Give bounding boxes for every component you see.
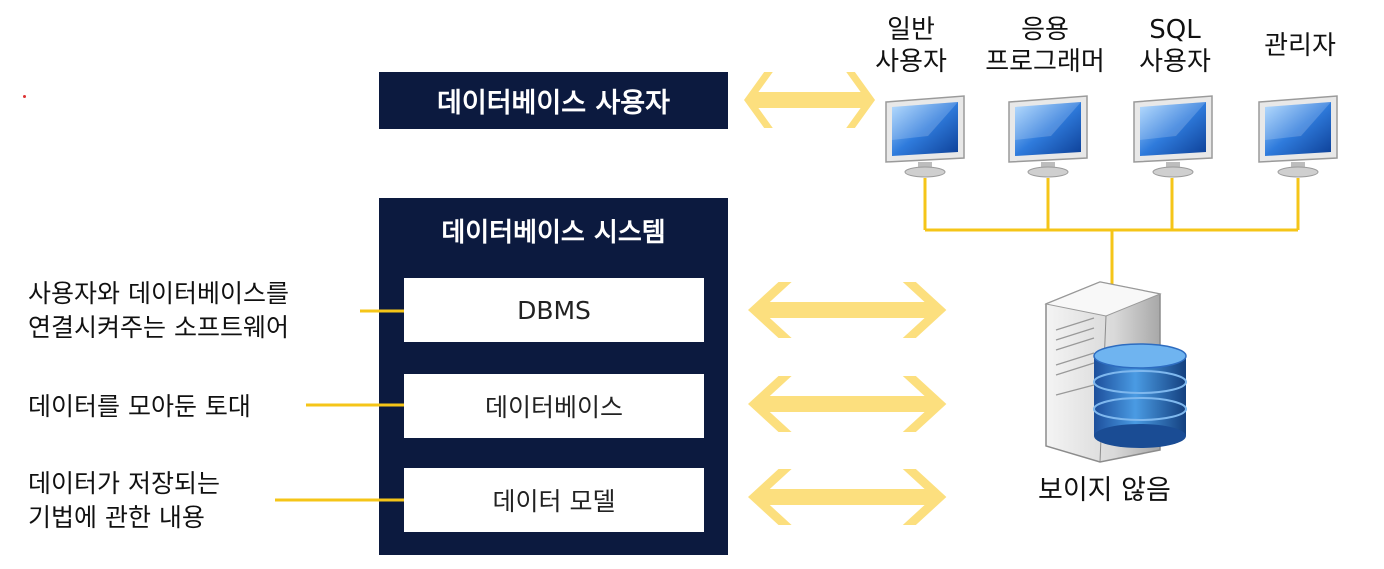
double-arrow-icon [748,282,947,338]
user-type-sql-line1: SQL [1149,15,1201,45]
database-label: 데이터베이스 [484,393,623,422]
server-database-icon [1044,281,1187,463]
db-system-panel: 데이터베이스 시스템 DBMS 데이터베이스 데이터 모델 [379,198,728,555]
user-type-admin-line1: 관리자 [1264,31,1336,61]
monitor-icon [1258,95,1338,178]
dbms-description-line2: 연결시켜주는 소프트웨어 [28,313,289,342]
user-type-general-line2: 사용자 [875,47,947,77]
user-type-admin: 관리자 [1250,30,1350,62]
user-type-general: 일반 사용자 [866,14,956,78]
server-label: 보이지 않음 [1038,475,1171,506]
database-description-line1: 데이터를 모아둔 토대 [28,392,251,421]
data-model-description: 데이터가 저장되는 기법에 관한 내용 [28,467,220,535]
database-box: 데이터베이스 [404,374,704,438]
database-description: 데이터를 모아둔 토대 [28,390,251,424]
dbms-box: DBMS [404,278,704,342]
monitor-icon [1008,95,1088,178]
dbms-description-line1: 사용자와 데이터베이스를 [28,279,289,308]
double-arrow-icon [748,376,947,432]
monitor-icon [1133,95,1213,178]
user-type-general-line1: 일반 [887,15,935,45]
user-type-programmer-line1: 응용 [1021,15,1069,45]
double-arrow-icon [748,469,947,525]
stray-dot [23,95,26,98]
monitor-connector-tree [923,178,1300,284]
user-type-sql: SQL 사용자 [1125,14,1225,78]
user-type-programmer-line2: 프로그래머 [985,47,1105,77]
data-model-description-line2: 기법에 관한 내용 [28,503,205,532]
user-type-sql-line2: 사용자 [1139,47,1211,77]
db-user-bar-label: 데이터베이스 사용자 [437,88,670,119]
data-model-description-line1: 데이터가 저장되는 [28,469,220,498]
double-arrow-icon [744,72,876,128]
db-user-bar: 데이터베이스 사용자 [379,72,728,129]
data-model-box: 데이터 모델 [404,468,704,532]
db-system-title: 데이터베이스 시스템 [441,218,666,248]
monitor-icon [885,95,965,178]
dbms-description: 사용자와 데이터베이스를 연결시켜주는 소프트웨어 [28,277,289,345]
dbms-label: DBMS [517,295,591,325]
user-type-programmer: 응용 프로그래머 [970,14,1120,78]
data-model-label: 데이터 모델 [492,487,616,516]
